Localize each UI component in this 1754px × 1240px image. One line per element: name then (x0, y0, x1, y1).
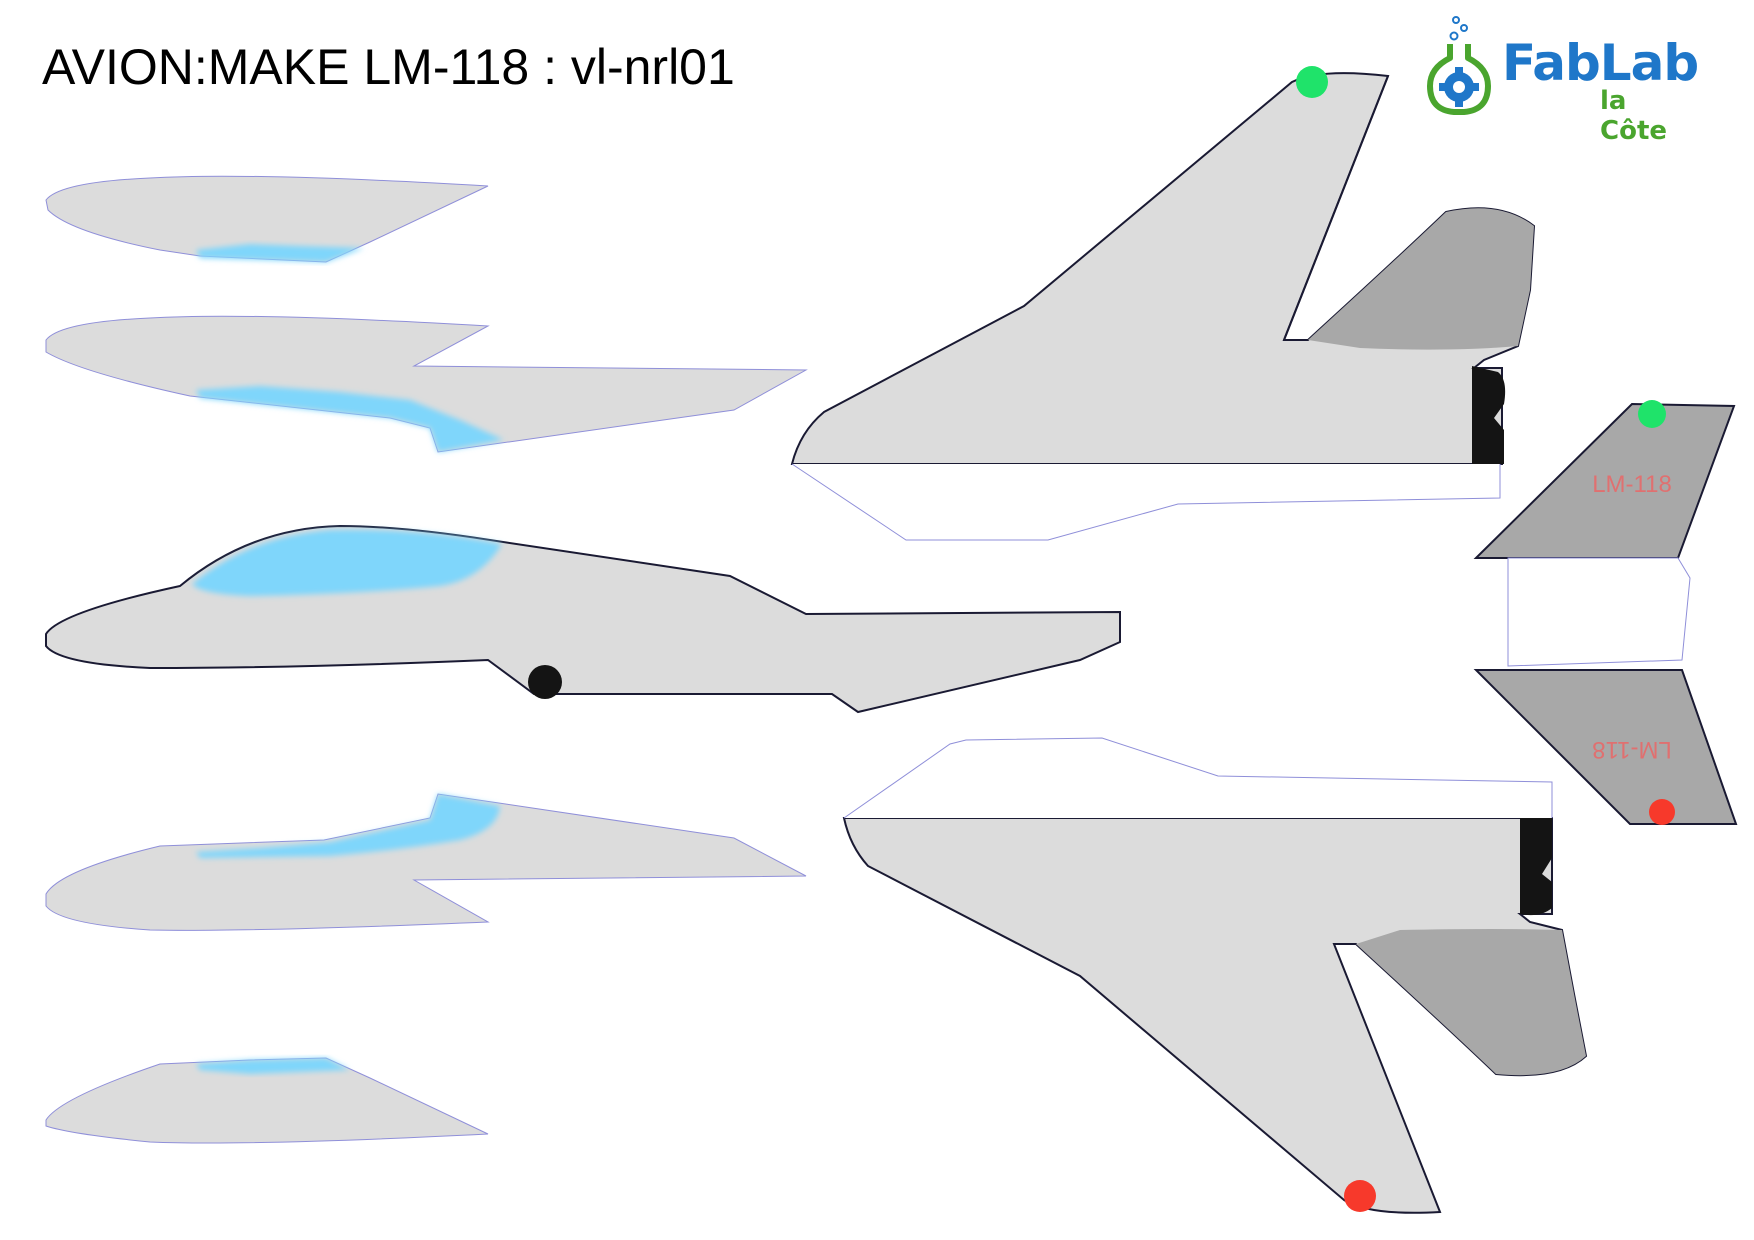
wing-lower (842, 737, 1588, 1214)
fuselage-side-view (45, 524, 1121, 714)
logo-subtitle: la Côte (1600, 86, 1668, 146)
fin-label-bottom: LM-118 (1592, 736, 1672, 763)
side-piece-upper (45, 315, 808, 453)
side-piece-top (45, 175, 489, 263)
logo-name: FabLab (1502, 34, 1699, 92)
side-piece-bottom (45, 1057, 489, 1144)
wing-upper (790, 66, 1536, 541)
nav-light-green (1296, 66, 1328, 98)
fin-nav-light-green (1638, 400, 1666, 428)
page-title: AVION:MAKE LM-118 : vl-nrl01 (42, 39, 735, 95)
fin-nav-light-red (1649, 799, 1675, 825)
side-piece-lower (45, 793, 807, 931)
fin-label-top: LM-118 (1592, 471, 1672, 498)
flask-gear-icon (1427, 16, 1491, 115)
nav-light-red (1344, 1180, 1376, 1212)
vertical-fins (1473, 400, 1738, 825)
fuselage-hole-marker (528, 665, 562, 699)
fablab-logo: FabLab la Côte (1420, 14, 1700, 146)
